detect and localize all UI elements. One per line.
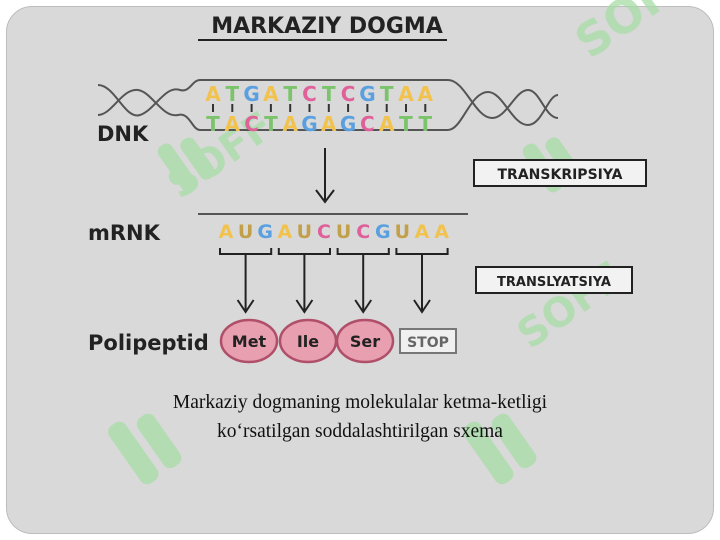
dna-bottom-base: A <box>379 112 395 136</box>
mrna-base: G <box>375 221 391 243</box>
translation-arrowhead <box>236 299 255 314</box>
stop-box <box>399 328 457 354</box>
mrna-base: U <box>238 221 253 243</box>
transkripsiya-box <box>473 159 647 187</box>
mrna-base: U <box>395 221 410 243</box>
transkripsiya-label: TRANSKRIPSIYA <box>498 167 623 183</box>
translyatsiya-label: TRANSLYATSIYA <box>497 275 611 290</box>
dna-bottom-base: G <box>340 112 356 136</box>
dna-top-base: T <box>225 82 239 106</box>
dna-bottom-base: T <box>418 112 432 136</box>
dna-bottom-base: T <box>206 112 220 136</box>
mrna-base: G <box>257 221 273 243</box>
translation-arrowhead <box>413 299 431 314</box>
dna-top-base: T <box>283 82 297 106</box>
mrna-base: A <box>415 221 430 243</box>
dnk-label: DNK <box>97 122 149 146</box>
dna-top-base: A <box>263 82 279 106</box>
mrnk-label: mRNK <box>88 221 161 245</box>
codon-bracket <box>277 248 331 255</box>
translation-arrowhead <box>354 299 373 314</box>
dna-top-base: T <box>380 82 394 106</box>
dna-base-pairs <box>212 104 427 112</box>
dna-top-base: A <box>418 82 434 106</box>
watermark-group: SOFF SOFF SOFF <box>108 0 707 485</box>
dna-bottom-base: A <box>321 112 337 136</box>
transcription-arrow <box>315 148 335 204</box>
translation-arrowhead <box>295 299 314 314</box>
amino-acid-label: Ile <box>297 332 319 351</box>
mrna-base: U <box>297 221 312 243</box>
dna-top-base: C <box>302 82 317 106</box>
dna-top-base: C <box>341 82 356 106</box>
dna-top-base: T <box>322 82 336 106</box>
dna-bottom-base: C <box>360 112 375 136</box>
dna-bottom-base: A <box>225 112 241 136</box>
caption-line-2: ko‘rsatilgan soddalashtirilgan sxema <box>217 421 503 442</box>
mrna-base: U <box>336 221 351 243</box>
caption-line-1: Markaziy dogmaning molekulalar ketma-ket… <box>172 392 548 413</box>
dna-helix <box>97 79 559 131</box>
mrna-base: A <box>219 221 234 243</box>
dna-bottom-base: A <box>282 112 298 136</box>
diagram-title: MARKAZIY DOGMA <box>211 14 443 39</box>
polipeptid-label: Polipeptid <box>88 331 209 355</box>
watermark-logo <box>157 137 215 193</box>
codon-arrows <box>219 248 449 314</box>
watermark-text: SOFF <box>565 0 707 69</box>
amino-acid-circle <box>335 318 395 364</box>
dna-top-base: A <box>205 82 221 106</box>
dna-bottom-base: T <box>399 112 413 136</box>
amino-acid-circle <box>219 318 279 364</box>
mrna-base: A <box>434 221 449 243</box>
mrna-base: C <box>356 221 370 243</box>
polypeptide-chain: Met Ile Ser <box>219 318 395 364</box>
stop-label: STOP <box>407 335 449 351</box>
mrna-base: A <box>277 221 292 243</box>
dna-top-base: A <box>398 82 414 106</box>
watermark-logo <box>108 413 182 485</box>
dna-top-base: G <box>359 82 375 106</box>
dna-top-base: G <box>243 82 259 106</box>
translyatsiya-box <box>475 266 633 294</box>
codon-bracket <box>395 248 449 255</box>
dna-bottom-base: T <box>264 112 278 136</box>
amino-acid-label: Ser <box>350 332 380 351</box>
dna-bottom-base: C <box>244 112 259 136</box>
codon-bracket <box>219 248 273 255</box>
amino-acid-label: Met <box>232 332 267 351</box>
codon-bracket <box>336 248 390 255</box>
mrna-base: C <box>317 221 331 243</box>
watermark-logo <box>463 413 537 485</box>
dna-bottom-base: G <box>301 112 317 136</box>
